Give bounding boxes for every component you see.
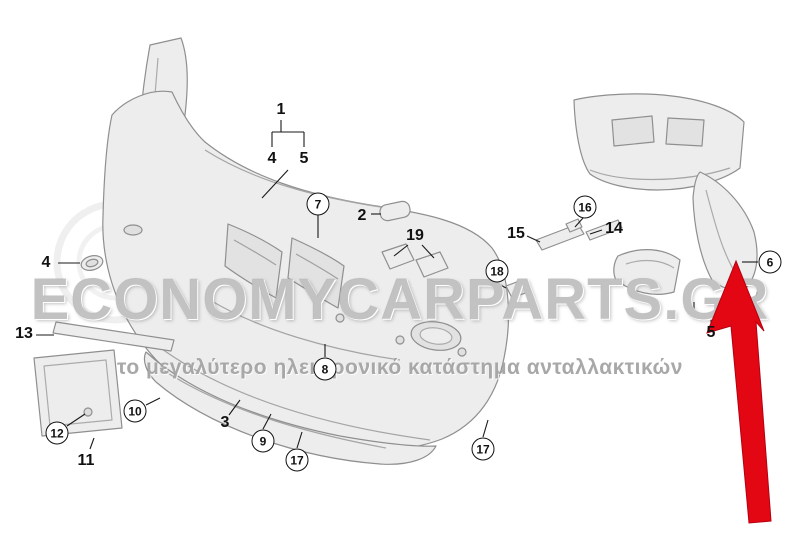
callout-16: 16 xyxy=(573,195,597,219)
lower-corner-piece xyxy=(613,249,681,295)
callout-15: 15 xyxy=(507,225,525,242)
callout-13: 13 xyxy=(15,325,33,342)
kidney-grille-right xyxy=(287,237,345,309)
bracket-19a xyxy=(381,243,415,270)
callout-5-top: 5 xyxy=(299,150,309,167)
callout-7: 7 xyxy=(306,192,330,216)
callout-8: 8 xyxy=(313,357,337,381)
bracket-18 xyxy=(505,279,529,299)
callout-9: 9 xyxy=(251,429,275,453)
plate-screw xyxy=(83,407,93,417)
red-highlight-arrow xyxy=(706,259,772,524)
callout-2: 2 xyxy=(357,207,367,224)
callout-11: 11 xyxy=(77,452,95,469)
strip-14 xyxy=(585,219,623,241)
callout-4-top: 4 xyxy=(267,150,277,167)
callout-19: 19 xyxy=(406,227,424,244)
callout-14: 14 xyxy=(605,220,623,237)
callout-17-right: 17 xyxy=(471,437,495,461)
callout-10: 10 xyxy=(123,399,147,423)
callout-4-left: 4 xyxy=(41,254,51,271)
callout-1: 1 xyxy=(276,101,286,118)
pdc-sensor-hole xyxy=(395,335,405,345)
callout-5-right: 5 xyxy=(706,324,716,341)
clip-16 xyxy=(565,218,583,233)
tow-hook-opening xyxy=(123,224,143,236)
callout-6: 6 xyxy=(758,250,782,274)
callout-3: 3 xyxy=(220,414,230,431)
license-plate-filler xyxy=(33,349,123,437)
pdc-sensor-hole xyxy=(335,313,345,323)
pdc-sensor-hole xyxy=(457,347,467,357)
callout-17-left: 17 xyxy=(285,448,309,472)
trim-strip-13 xyxy=(52,321,175,352)
callout-12: 12 xyxy=(45,421,69,445)
bracket-19b xyxy=(415,251,449,278)
callout-18: 18 xyxy=(485,259,509,283)
leader-lines xyxy=(36,120,758,450)
